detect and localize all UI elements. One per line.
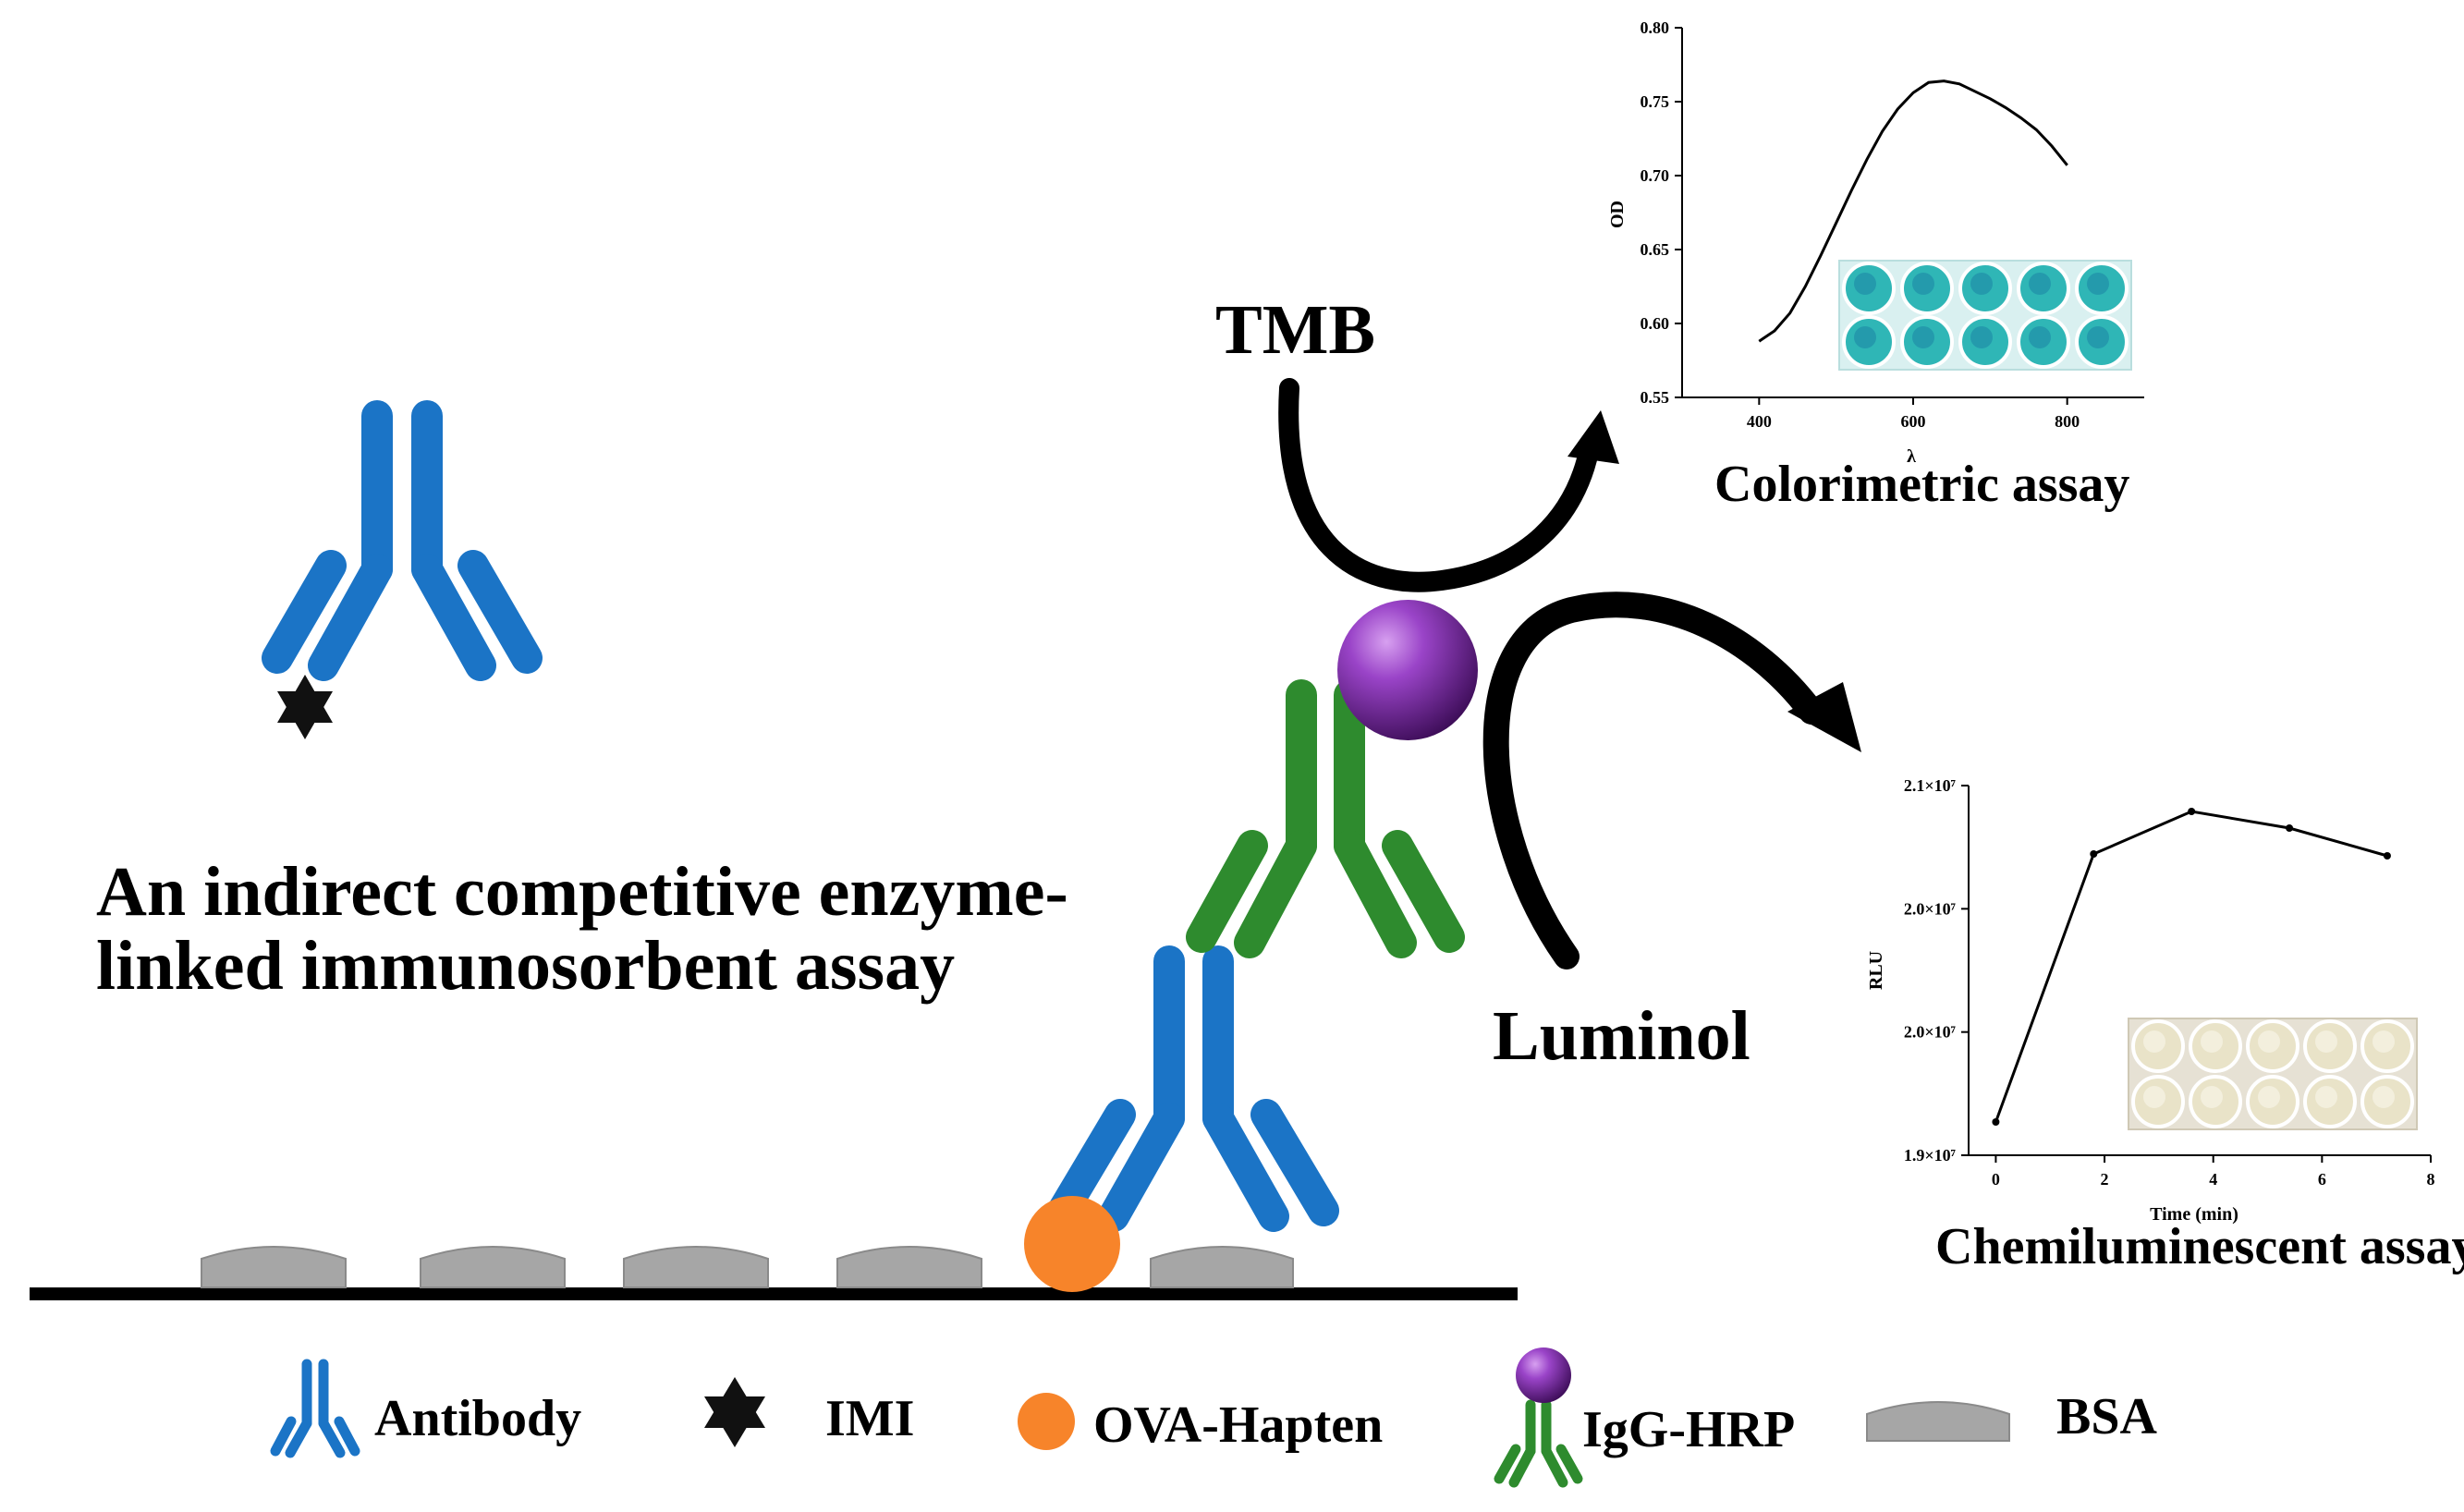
data-point (1992, 1118, 2000, 1126)
plate-well-center (1912, 326, 1934, 348)
x-tick-label: 6 (2318, 1170, 2326, 1189)
legend: Antibody IMI OVA-Hapten IgG-HRP BSA (270, 1347, 2157, 1488)
plate-well-center (1912, 273, 1934, 295)
legend-antibody-icon (270, 1359, 360, 1458)
series-points (1992, 808, 2391, 1126)
data-point (2286, 824, 2294, 832)
plate-well-center (1970, 273, 1993, 295)
y-tick-label: 2.0×10⁷ (1904, 899, 1957, 918)
well-plate-pale (2128, 1018, 2418, 1130)
bsa-shape (1150, 1246, 1294, 1288)
y-tick-labels: 1.9×10⁷ 2.0×10⁷ 2.0×10⁷ 2.1×10⁷ (1904, 776, 1969, 1164)
plate-well-center (2373, 1030, 2395, 1053)
diagram-title-line1: An indirect competitive enzyme- (96, 853, 1068, 931)
plate-well-center (1854, 273, 1876, 295)
x-tick-label: 4 (2209, 1170, 2217, 1189)
bsa-shape (201, 1246, 347, 1288)
plate-well-center (2373, 1086, 2395, 1108)
legend-imi-icon (704, 1377, 765, 1447)
series-line (1758, 79, 2068, 343)
x-tick-labels: 400 600 800 (1747, 397, 2080, 431)
luminol-label: Luminol (1493, 997, 1750, 1075)
x-tick-labels: 0 2 4 6 8 (1992, 1155, 2435, 1189)
imi-icon (277, 675, 333, 739)
y-tick-label: 0.60 (1641, 314, 1670, 333)
plate-well-center (1854, 326, 1876, 348)
y-tick-label: 0.55 (1641, 388, 1670, 407)
legend-hapten-icon (1018, 1393, 1075, 1450)
y-axis-label: RLU (1866, 951, 1886, 990)
y-tick-label: 0.80 (1641, 18, 1670, 37)
bsa-row (201, 1246, 1294, 1288)
legend-igg-hrp: IgG-HRP (1582, 1401, 1795, 1458)
plate-well-center (2201, 1086, 2223, 1108)
hrp-icon (1337, 600, 1478, 740)
y-tick-labels: 0.55 0.60 0.65 0.70 0.75 0.80 (1641, 18, 1682, 407)
x-tick-label: 8 (2427, 1170, 2435, 1189)
y-tick-label: 0.65 (1641, 240, 1670, 259)
plate-well-center (2143, 1030, 2165, 1053)
arrow-luminol (1482, 591, 1861, 969)
legend-igg-hrp-icon (1494, 1347, 1583, 1488)
data-point (2188, 808, 2196, 815)
bsa-shape (623, 1246, 769, 1288)
plate-well-center (2315, 1086, 2337, 1108)
x-tick-label: 0 (1992, 1170, 2000, 1189)
y-tick-label: 2.1×10⁷ (1904, 776, 1957, 795)
y-tick-label: 0.70 (1641, 166, 1670, 185)
ova-hapten-icon (1024, 1196, 1120, 1292)
x-axis-label: Time (min) (2150, 1204, 2238, 1225)
chart-axes (1968, 786, 2431, 1156)
data-point (2090, 850, 2098, 858)
plate-well-center (2258, 1030, 2280, 1053)
y-tick-label: 2.0×10⁷ (1904, 1023, 1957, 1042)
y-axis-label: OD (1607, 201, 1628, 228)
x-tick-label: 600 (1901, 412, 1926, 431)
legend-imi: IMI (825, 1390, 914, 1447)
chart-title: Colorimetric assay (1714, 456, 2129, 513)
igg-icon (1186, 679, 1465, 958)
plate-well-center (2143, 1086, 2165, 1108)
tmb-label: TMB (1215, 291, 1375, 369)
plate-well-center (2087, 273, 2109, 295)
plate-well-center (2087, 326, 2109, 348)
plate-well-center (2315, 1030, 2337, 1053)
bsa-shape (836, 1246, 982, 1288)
antibody-icon (262, 400, 543, 681)
arrow-tmb (1278, 378, 1619, 592)
chemiluminescent-chart: 1.9×10⁷ 2.0×10⁷ 2.0×10⁷ 2.1×10⁷ 0 2 4 6 8 RLU T… (1866, 776, 2464, 1275)
legend-bsa-icon (1866, 1401, 2010, 1442)
plate-surface (30, 1287, 1518, 1300)
y-tick-label: 0.75 (1641, 92, 1670, 111)
x-tick-label: 400 (1747, 412, 1772, 431)
legend-antibody: Antibody (374, 1390, 581, 1447)
well-plate-blue (1838, 260, 2132, 371)
bsa-shape (420, 1246, 566, 1288)
diagram-title-line2: linked immunosorbent assay (96, 927, 955, 1005)
plate-well-center (2258, 1086, 2280, 1108)
plate-well-center (2029, 326, 2051, 348)
plate-well-center (2029, 273, 2051, 295)
x-tick-label: 2 (2101, 1170, 2109, 1189)
x-tick-label: 800 (2055, 412, 2080, 431)
legend-bsa: BSA (2056, 1388, 2157, 1445)
x-axis-label: λ (1907, 446, 1916, 467)
plate-well-center (2201, 1030, 2223, 1053)
y-tick-label: 1.9×10⁷ (1904, 1146, 1957, 1164)
chart-title: Chemiluminescent assay (1935, 1218, 2464, 1275)
plate-well-center (1970, 326, 1993, 348)
antibody-with-imi (262, 400, 543, 739)
data-point (2383, 852, 2391, 860)
antibody-icon (1047, 945, 1339, 1232)
legend-ova-hapten: OVA-Hapten (1093, 1396, 1383, 1454)
